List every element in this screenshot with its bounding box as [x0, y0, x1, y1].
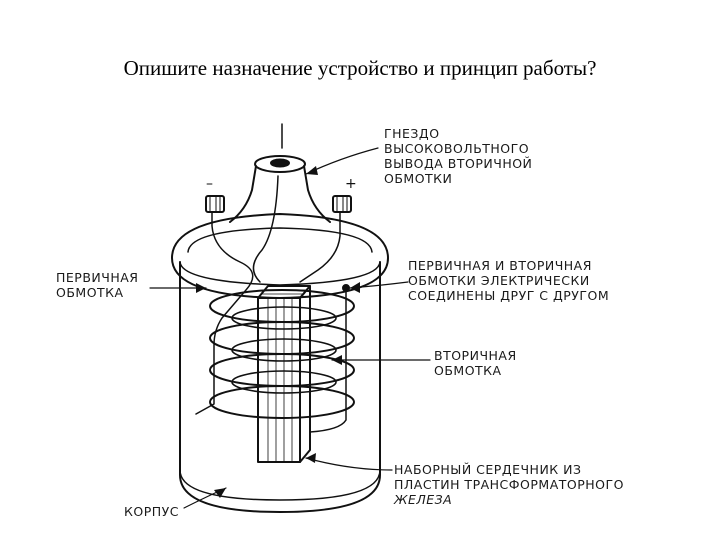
- hv-socket-hole: [270, 158, 290, 168]
- lid-inner-ring: [187, 227, 373, 253]
- lid-lower-ring: [179, 261, 381, 286]
- hv-tower: [229, 165, 331, 223]
- label-laminated-core: НАБОРНЫЙ СЕРДЕЧНИК ИЗ ПЛАСТИН ТРАНСФОРМА…: [394, 462, 624, 507]
- label-line: ГНЕЗДО: [384, 126, 440, 141]
- housing-bottom-rim: [179, 469, 381, 501]
- label-line: ВТОРИЧНАЯ: [434, 348, 517, 363]
- wire-primary-return: [309, 285, 347, 433]
- hv-tower-top: [254, 155, 306, 173]
- wire-plus: [299, 211, 341, 283]
- terminal-minus-symbol: –: [206, 176, 213, 192]
- connection-point: [342, 284, 350, 292]
- terminal-minus-post: [205, 195, 225, 213]
- housing-body: [179, 261, 381, 513]
- label-line: НАБОРНЫЙ СЕРДЕЧНИК ИЗ: [394, 462, 582, 477]
- secondary-winding: [231, 306, 337, 394]
- label-line: ОБМОТКИ ЭЛЕКТРИЧЕСКИ: [408, 273, 590, 288]
- label-line: ПЛАСТИН ТРАНСФОРМАТОРНОГО: [394, 477, 624, 492]
- leader-lines: [149, 147, 431, 509]
- label-line: КОРПУС: [124, 504, 179, 519]
- label-windings-connected: ПЕРВИЧНАЯ И ВТОРИЧНАЯ ОБМОТКИ ЭЛЕКТРИЧЕС…: [408, 258, 609, 303]
- label-line: ЖЕЛЕЗА: [394, 492, 453, 507]
- terminal-plus-post: [332, 195, 352, 213]
- label-line: ОБМОТКА: [434, 363, 502, 378]
- label-line: ПЕРВИЧНАЯ: [56, 270, 139, 285]
- slide-title: Опишите назначение устройство и принцип …: [123, 56, 597, 80]
- label-line: ВЫВОДА ВТОРИЧНОЙ: [384, 156, 533, 171]
- label-line: ОБМОТКА: [56, 285, 124, 300]
- primary-winding: [209, 289, 355, 419]
- label-hv-socket: ГНЕЗДО ВЫСОКОВОЛЬТНОГО ВЫВОДА ВТОРИЧНОЙ …: [384, 126, 532, 186]
- arrowheads: [196, 166, 360, 498]
- terminal-plus-symbol: +: [345, 176, 357, 192]
- label-line: СОЕДИНЕНЫ ДРУГ С ДРУГОМ: [408, 288, 610, 303]
- label-line: ВЫСОКОВОЛЬТНОГО: [384, 141, 530, 156]
- label-secondary-winding: ВТОРИЧНАЯ ОБМОТКА: [434, 348, 517, 378]
- core-side: [299, 285, 311, 463]
- core-front: [257, 297, 301, 463]
- lid-outer: [171, 213, 389, 299]
- label-primary-winding: ПЕРВИЧНАЯ ОБМОТКА: [56, 270, 138, 300]
- wire-minus: [195, 211, 254, 415]
- label-line: ПЕРВИЧНАЯ И ВТОРИЧНАЯ: [408, 258, 592, 273]
- label-housing: КОРПУС: [124, 504, 179, 519]
- label-line: ОБМОТКИ: [384, 171, 453, 186]
- wire-hv-inner: [252, 175, 279, 283]
